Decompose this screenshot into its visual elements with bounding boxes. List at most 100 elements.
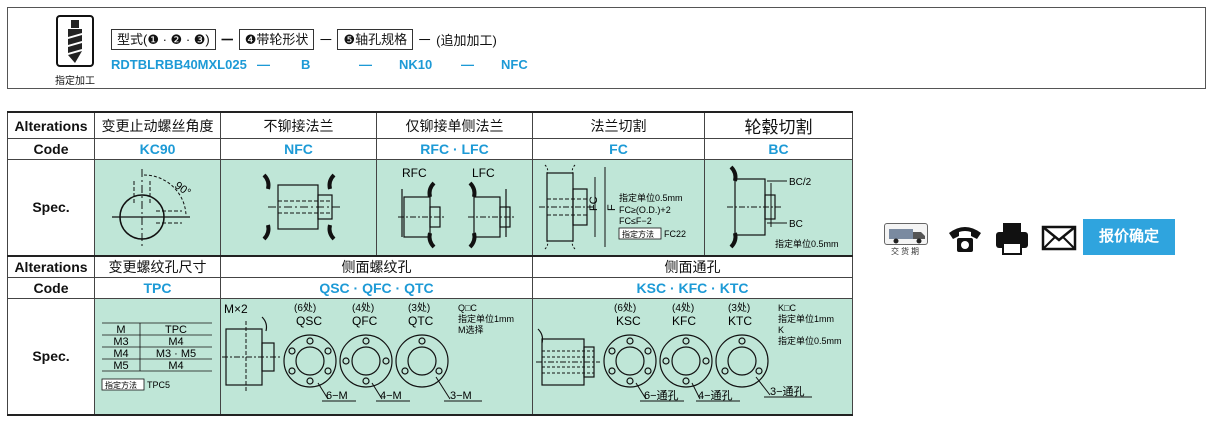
spec-qsc-cell: M×2 (6处) QSC (4处) QFC (3处) QTC Q□C 指定单位1… — [220, 297, 533, 416]
value-dash: — — [359, 56, 372, 72]
rfc-lfc-diagram: RFC LFC — [397, 166, 514, 249]
tpc-header-m: M — [116, 324, 125, 336]
alt-header-fc: 法兰切割 — [532, 111, 705, 139]
format-dash: － — [318, 31, 334, 49]
drill-icon — [68, 20, 82, 63]
ktc-count: (3处) — [728, 302, 750, 314]
tpc-header-tpc: TPC — [165, 324, 187, 336]
qfc-callout: 4−M — [380, 390, 402, 402]
phone-button[interactable] — [946, 219, 984, 257]
spec-fc-cell: FC F 指定单位0.5mm FC≥(O.D.)+2 FC≤F−2 指定方法 F… — [532, 159, 705, 256]
format-extra-process: (追加加工) — [436, 32, 497, 48]
alterations-row-2: Alterations 变更螺纹孔尺寸 侧面螺纹孔 侧面通孔 — [7, 254, 853, 278]
fax-button[interactable] — [993, 219, 1031, 257]
code-label: Code — [7, 276, 95, 299]
tpc-diagram: M TPC M3 M4 M4 M3 · M5 M5 M4 指定方法 TPC5 — [101, 322, 212, 391]
tpc-method-code: TPC5 — [147, 380, 170, 390]
qsc-qfc-qtc-diagram: M×2 (6处) QSC (4处) QFC (3处) QTC Q□C 指定单位1… — [221, 302, 514, 402]
fc-method-code: FC22 — [664, 229, 686, 239]
ksc-callout: 6−通孔 — [644, 389, 679, 402]
code-label: Code — [7, 138, 95, 160]
spec-kc90-cell: 90° — [94, 159, 221, 256]
qsc-note-1: Q□C — [458, 303, 477, 313]
alt-header-nfc: 不铆接法兰 — [220, 111, 377, 139]
printer-icon — [996, 223, 1028, 255]
tpc-row-m: M4 — [113, 348, 128, 360]
qtc-code: QTC — [408, 314, 434, 328]
spec-row-2: Spec. M TPC M3 M4 M4 M3 · M5 M5 M4 指定方法 — [7, 297, 853, 416]
code-qsc-qfc-qtc: QSC · QFC · QTC — [220, 276, 533, 299]
ksc-note-3: K — [778, 325, 784, 335]
qsc-note-2: 指定单位1mm — [458, 313, 514, 324]
email-button[interactable] — [1040, 219, 1078, 257]
fc-diagram: FC F 指定单位0.5mm FC≥(O.D.)+2 FC≤F−2 指定方法 F… — [538, 164, 686, 250]
qsc-mx2-label: M×2 — [224, 302, 248, 316]
value-bore-spec: NK10 — [399, 56, 433, 72]
value-row: RDTBLRBB40MXL025 — B — NK10 — NFC — [111, 53, 528, 75]
code-bc: BC — [704, 138, 853, 160]
code-row-1: Code KC90 NFC RFC · LFC FC BC — [7, 138, 853, 160]
alt-header-rfc-lfc: 仅铆接单侧法兰 — [376, 111, 533, 139]
alterations-row-1: Alterations 变更止动螺丝角度 不铆接法兰 仅铆接单侧法兰 法兰切割 … — [7, 111, 853, 139]
format-box-base: 型式(❶ · ❷ · ❸) — [111, 28, 216, 50]
value-dash: — — [257, 56, 270, 72]
kfc-callout: 4−通孔 — [698, 389, 733, 402]
spec-row-1: Spec. 90° — [7, 159, 853, 256]
truck-icon — [889, 229, 925, 244]
partnumber-box: 指定加工 型式(❶ · ❷ · ❸) － ❹带轮形状 － ❺轴孔规格 － (追加… — [7, 7, 1206, 89]
fc-method-box: 指定方法 — [622, 229, 654, 239]
spec-label: Spec. — [7, 159, 95, 256]
ktc-callout: 3−通孔 — [770, 385, 805, 398]
ksc-note-2: 指定单位1mm — [778, 313, 834, 324]
alt-header-kc90: 变更止动螺丝角度 — [94, 111, 221, 139]
ksc-note-1: K□C — [778, 303, 796, 313]
fc-unit-note: 指定单位0.5mm — [619, 192, 683, 203]
ksc-kfc-ktc-diagram: (6处) KSC (4处) KFC (3处) KTC K□C 指定单位1mm K… — [535, 302, 841, 402]
delivery-time-button[interactable]: 交货期 — [881, 221, 931, 259]
spec-rfc-lfc-cell: RFC LFC — [376, 159, 533, 256]
value-dash: — — [461, 56, 474, 72]
alterations-table: Alterations 变更止动螺丝角度 不铆接法兰 仅铆接单侧法兰 法兰切割 … — [7, 111, 853, 416]
qsc-count: (6处) — [294, 302, 316, 314]
tpc-row-tpc: M4 — [168, 336, 183, 348]
format-dash: － — [219, 31, 235, 49]
spec-label: Spec. — [7, 297, 95, 416]
custom-process-icon: 指定加工 — [48, 13, 102, 89]
code-ksc-kfc-ktc: KSC · KFC · KTC — [532, 276, 853, 299]
icon-caption: 指定加工 — [55, 76, 95, 87]
code-rfc-lfc: RFC · LFC — [376, 138, 533, 160]
bc-unit-note: 指定单位0.5mm — [775, 238, 839, 249]
quote-confirm-button[interactable]: 报价确定 — [1083, 219, 1175, 255]
kfc-code: KFC — [672, 314, 696, 328]
alt-header-tpc: 变更螺纹孔尺寸 — [94, 254, 221, 278]
ktc-code: KTC — [728, 314, 752, 328]
value-extra-process: NFC — [501, 56, 528, 72]
alterations-label: Alterations — [7, 111, 95, 139]
rfc-label: RFC — [402, 166, 427, 180]
format-box-pulley-shape: ❹带轮形状 — [238, 28, 315, 50]
tpc-row-m: M3 — [113, 336, 128, 348]
kfc-count: (4处) — [672, 302, 694, 314]
code-kc90: KC90 — [94, 138, 221, 160]
format-dash: － — [417, 31, 433, 49]
format-box-bore-spec: ❺轴孔规格 — [337, 28, 414, 50]
spec-tpc-cell: M TPC M3 M4 M4 M3 · M5 M5 M4 指定方法 TPC5 — [94, 297, 221, 416]
tpc-row-tpc: M3 · M5 — [155, 348, 195, 360]
kc90-angle-label: 90° — [172, 180, 193, 199]
fc-dimension-label: FC — [588, 197, 600, 212]
bc-half-label: BC/2 — [789, 177, 812, 188]
value-base-part: RDTBLRBB40MXL025 — [111, 56, 247, 72]
tpc-method-box: 指定方法 — [105, 380, 137, 390]
qsc-code: QSC — [296, 314, 322, 328]
tpc-row-tpc: M4 — [168, 360, 183, 372]
ksc-count: (6处) — [614, 302, 636, 314]
code-row-2: Code TPC QSC · QFC · QTC KSC · KFC · KTC — [7, 276, 853, 299]
f-dimension-label: F — [606, 204, 618, 211]
mail-icon — [1041, 225, 1077, 251]
spec-nfc-cell — [220, 159, 377, 256]
spec-ksc-cell: (6处) KSC (4处) KFC (3处) KTC K□C 指定单位1mm K… — [532, 297, 853, 416]
qtc-count: (3处) — [408, 302, 430, 314]
code-tpc: TPC — [94, 276, 221, 299]
value-pulley-shape: B — [301, 56, 311, 72]
alt-header-side-through: 侧面通孔 — [532, 254, 853, 278]
